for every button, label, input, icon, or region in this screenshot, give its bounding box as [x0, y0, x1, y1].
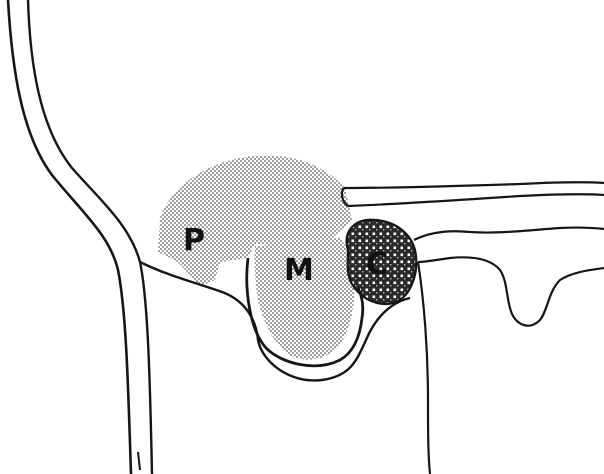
right-shelf-upper [344, 182, 604, 188]
right-canal-loop [418, 257, 604, 325]
lower-tick-mark [138, 452, 140, 470]
outer-wall-outer-line [8, 0, 131, 474]
label-p: P [183, 223, 205, 258]
descending-line [418, 262, 430, 474]
label-m: M [284, 253, 314, 288]
label-c: C [366, 247, 388, 282]
right-shelf-lower [348, 194, 604, 206]
right-canal-upper [414, 228, 604, 240]
outer-wall-inner-line [28, 0, 152, 474]
